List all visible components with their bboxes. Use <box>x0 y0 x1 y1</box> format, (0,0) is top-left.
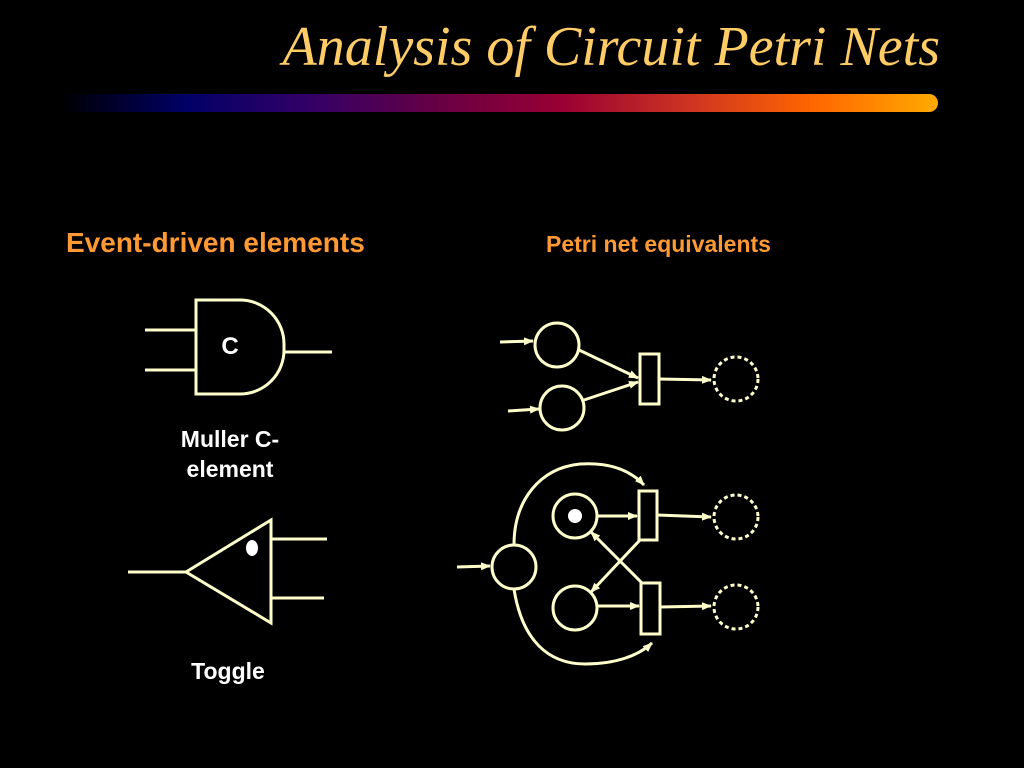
toggle-net-cross-arc-to-lower-place <box>589 538 642 594</box>
c-element-gate-body <box>194 298 286 396</box>
toggle-net-upper-output-place <box>712 493 760 541</box>
toggle-net-upper-loop-arc <box>512 462 646 546</box>
toggle-symbol <box>128 517 327 626</box>
c-net-output-place <box>712 355 760 403</box>
toggle-net-lower-place <box>551 584 599 632</box>
toggle-dot <box>246 540 258 556</box>
muller-caption-line-2: element <box>186 456 274 482</box>
toggle-net-token <box>568 509 582 523</box>
c-net-arc-place2-transition <box>583 380 639 402</box>
toggle-net-lower-loop-arc <box>512 588 654 666</box>
toggle-net-lower-output-arc <box>659 602 712 611</box>
toggle-net-upper-output-arc <box>656 512 712 521</box>
event-driven-elements-heading: Event-driven elements <box>66 227 365 258</box>
toggle-net-cross-arc-to-upper-place <box>589 530 645 586</box>
c-element-gate-label: C <box>221 333 238 360</box>
c-net-place-1 <box>533 321 581 369</box>
c-net-output-arc <box>658 375 712 384</box>
c-net-arc-place1-transition <box>578 348 639 380</box>
toggle-net-entry-arc <box>456 562 491 571</box>
toggle-net-input-place <box>490 543 538 591</box>
c-net-input-arc-1 <box>499 337 534 346</box>
toggle-net-upper-transition <box>637 489 659 542</box>
toggle-petri-net <box>456 462 760 666</box>
c-net-place-2 <box>538 384 586 432</box>
toggle-caption: Toggle <box>191 658 265 684</box>
c-element-petri-net <box>499 321 760 432</box>
c-net-transition <box>638 352 661 406</box>
toggle-triangle <box>183 517 273 626</box>
c-net-input-arc-2 <box>507 405 540 414</box>
slide-title: Analysis of Circuit Petri Nets <box>282 16 940 78</box>
title-gradient-bar <box>60 94 938 112</box>
toggle-net-lower-transition <box>639 581 662 636</box>
c-element-symbol <box>145 298 332 396</box>
muller-caption-line-1: Muller C- <box>180 426 280 452</box>
petri-net-equivalents-heading: Petri net equivalents <box>546 231 771 257</box>
toggle-net-lower-output-place <box>712 583 760 631</box>
muller-c-element-caption: Muller C- element <box>140 424 320 484</box>
